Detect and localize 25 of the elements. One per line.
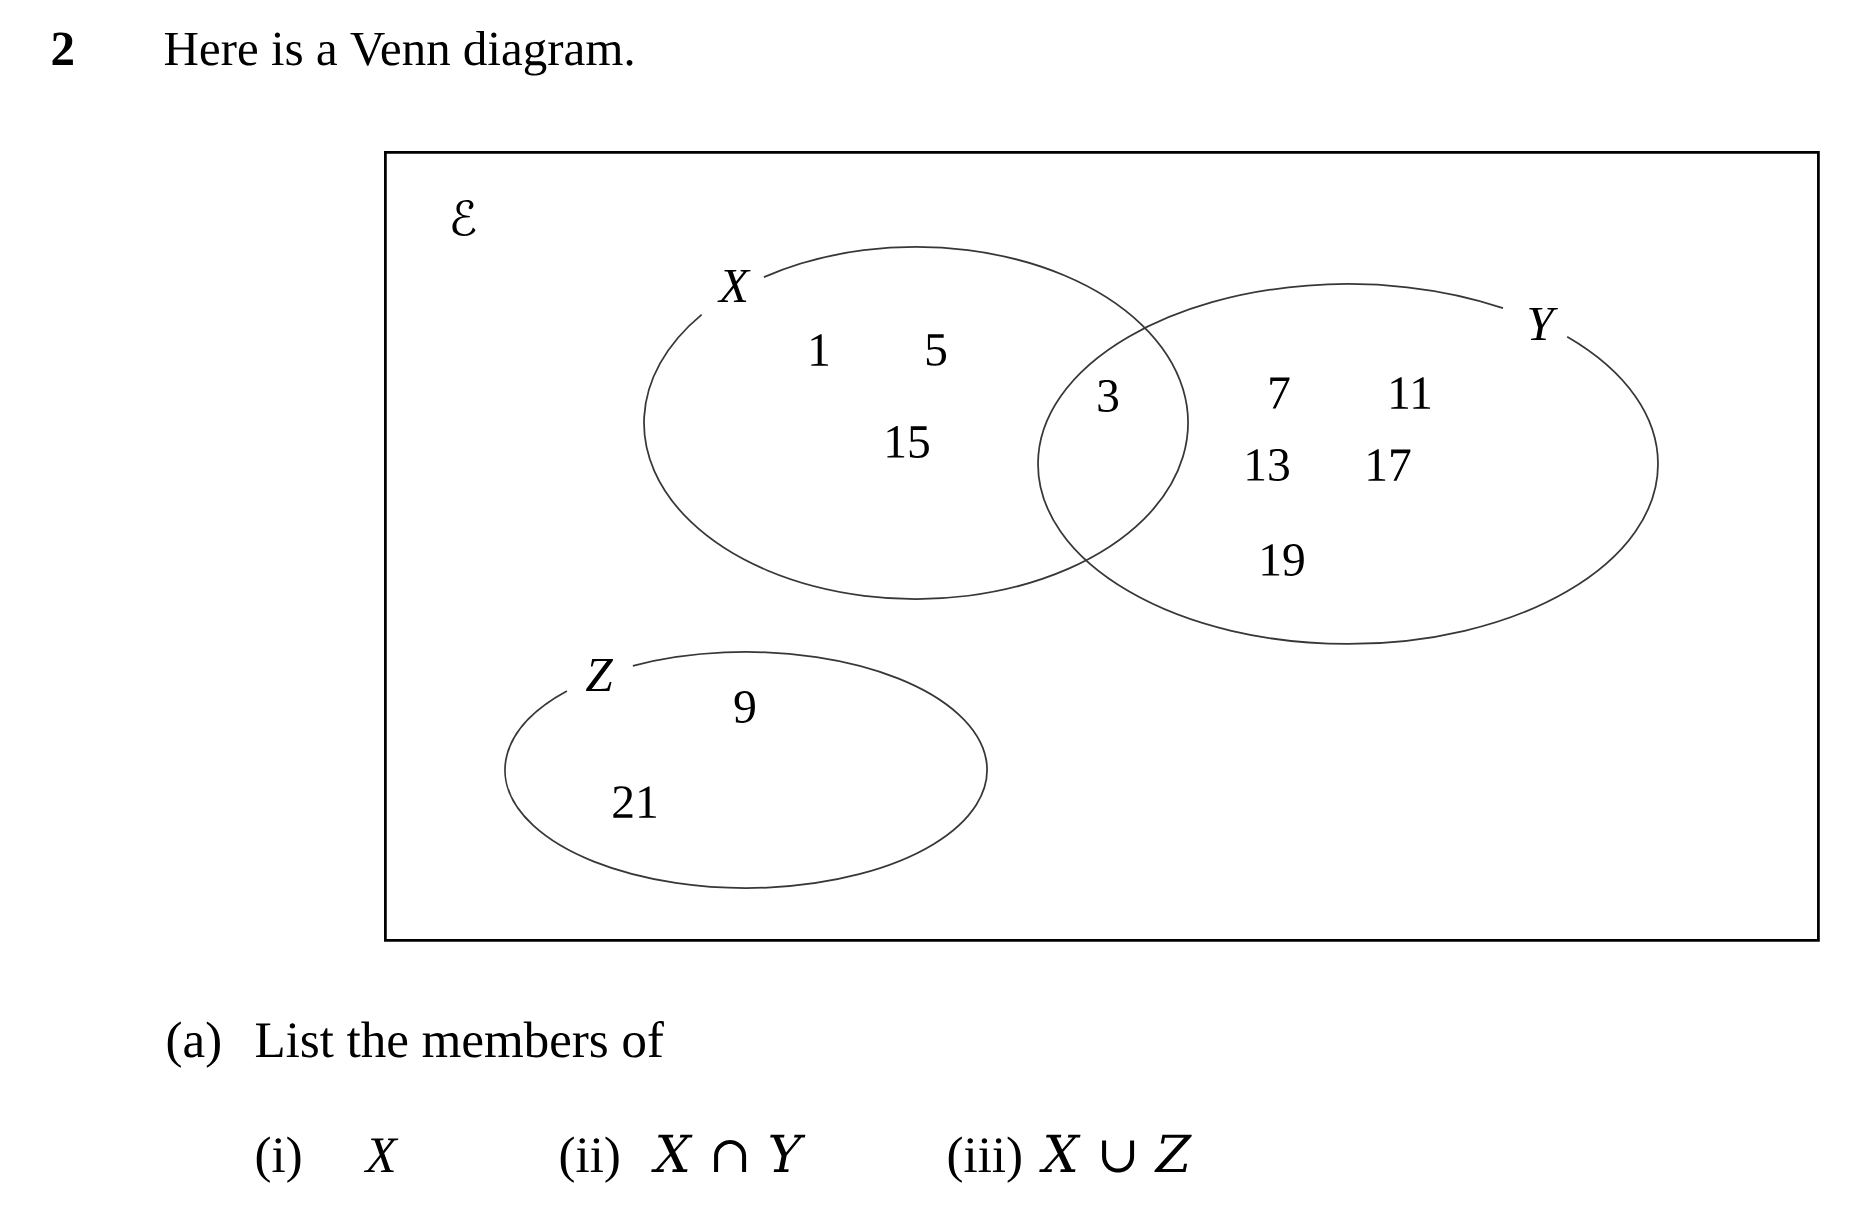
part-label: (a) — [167, 1021, 220, 1068]
set-element: 1 — [811, 334, 829, 366]
question-text: Here is a Venn diagram. — [164, 31, 633, 76]
set-element: 9 — [734, 691, 755, 723]
universal-set-symbol: ℰ — [452, 200, 476, 236]
instruction-text: List the members of — [255, 1021, 664, 1058]
subpart-label: (i) — [256, 1136, 301, 1183]
set-element: 15 — [887, 426, 929, 458]
set-expression: X ∪ Z — [1039, 1134, 1192, 1173]
set-label: Y — [1529, 307, 1558, 341]
set-element: 3 — [1098, 380, 1118, 412]
set-element: 19 — [1262, 544, 1304, 576]
set-label: X — [717, 269, 751, 303]
subpart-label: (ii) — [560, 1136, 619, 1183]
set-element: 21 — [613, 786, 656, 818]
set-element: 13 — [1247, 449, 1289, 481]
set-expression: X ∩ Y — [651, 1134, 806, 1172]
set-element: 5 — [926, 334, 946, 366]
set-expression: X — [363, 1138, 399, 1172]
question-number: 2 — [52, 32, 73, 65]
set-element: 11 — [1391, 377, 1431, 409]
set-element: 7 — [1270, 377, 1290, 409]
subpart-label: (iii) — [948, 1136, 1021, 1183]
set-element: 17 — [1368, 449, 1411, 481]
set-label: Z — [585, 658, 614, 692]
